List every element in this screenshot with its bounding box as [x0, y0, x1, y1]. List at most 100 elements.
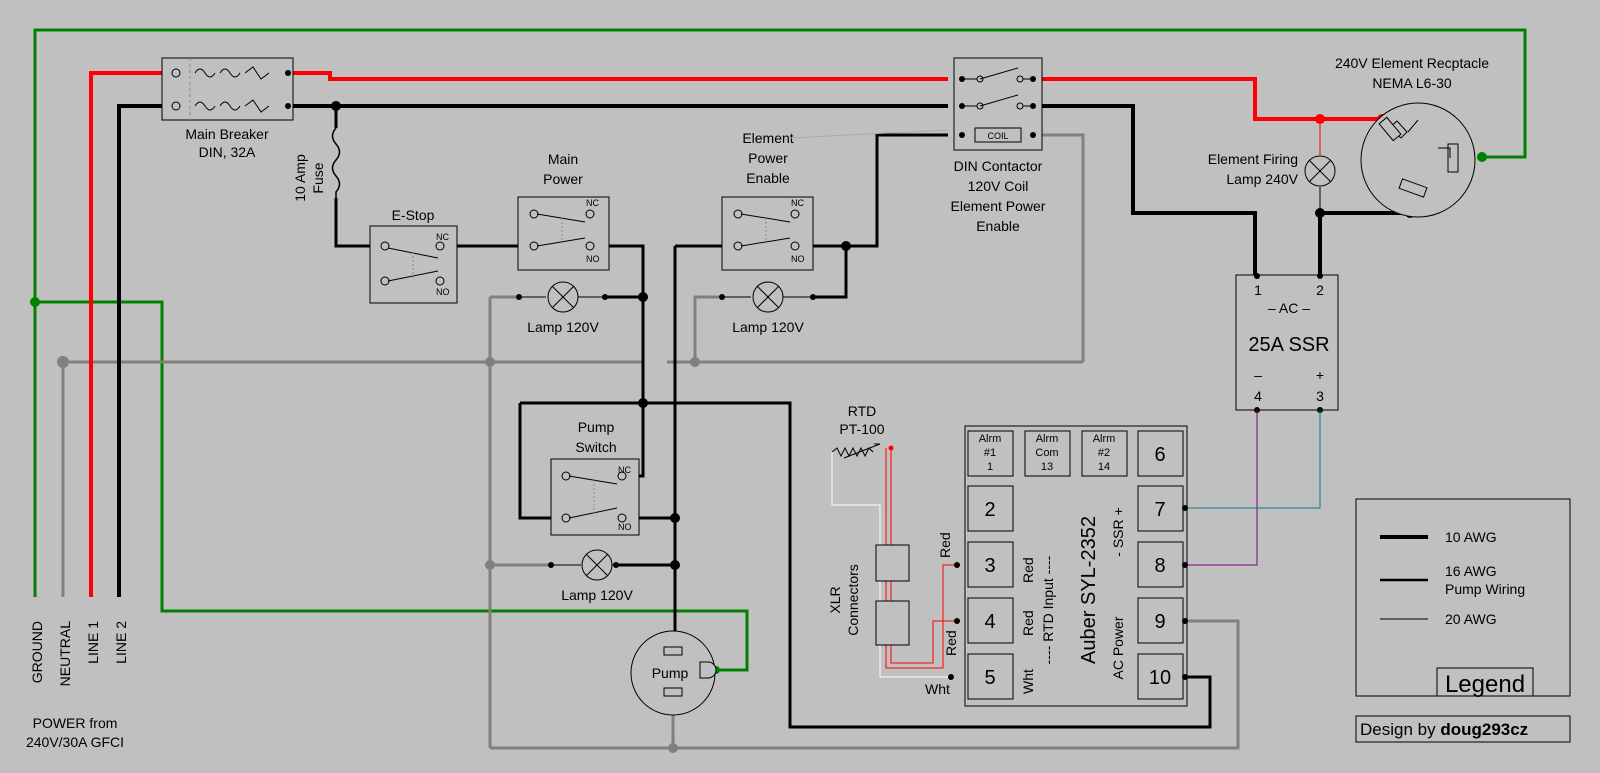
fuse: 10 Amp Fuse — [292, 127, 341, 202]
alrm2-line-3: 14 — [1098, 461, 1110, 473]
ssr-ac-label: – AC – — [1268, 300, 1310, 316]
terminal-5: 5 — [984, 667, 995, 689]
rtd-wire-wht: Wht — [925, 681, 950, 697]
ssr-control-plus-wire — [1185, 410, 1321, 509]
ssr-terminal-3: 3 — [1316, 388, 1324, 404]
ground-wires — [33, 28, 1527, 672]
alrm1-line-2: #1 — [984, 447, 996, 459]
legend-20awg: 20 AWG — [1445, 611, 1497, 627]
xlr-connectors: XLR Connectors — [827, 544, 910, 646]
estop-nc: NC — [436, 232, 449, 242]
junction-dot — [690, 357, 700, 367]
junction-dot — [1477, 152, 1487, 162]
alrm1-line-1: Alrm — [979, 433, 1002, 445]
fuse-label-1: 10 Amp — [292, 154, 308, 202]
rtd-sensor: RTD PT-100 — [831, 403, 894, 459]
ssr-terminal-1: 1 — [1254, 282, 1262, 298]
alrmcom-line-3: 13 — [1041, 461, 1053, 473]
controller-red-a: Red — [1020, 557, 1036, 583]
element-enable-title-3: Enable — [746, 170, 790, 186]
terminal-4: 4 — [984, 611, 995, 633]
controller-name: Auber SYL-2352 — [1078, 516, 1100, 664]
pump-switch-title-1: Pump — [578, 419, 615, 435]
main-power-no: NO — [586, 254, 600, 264]
main-power-nc: NC — [586, 198, 599, 208]
main-power-switch: NC NO Main Power — [517, 151, 610, 271]
pump-lamp: Lamp 120V — [548, 549, 640, 603]
terminal-8: 8 — [1154, 555, 1165, 577]
alrmcom-line-1: Alrm — [1036, 433, 1059, 445]
credit-prefix: Design by — [1360, 720, 1440, 739]
contactor-label-2: 120V Coil — [968, 178, 1029, 194]
element-enable-title-1: Element — [742, 130, 793, 146]
line2-label: LINE 2 — [113, 621, 129, 664]
contactor-label-1: DIN Contactor — [954, 158, 1043, 174]
ssr-terminal-2: 2 — [1316, 282, 1324, 298]
pump-label: Pump — [652, 665, 689, 681]
element-enable-title-2: Power — [748, 150, 788, 166]
line1-wires — [89, 71, 1384, 597]
terminal-7: 7 — [1154, 499, 1165, 521]
pump-lamp-label: Lamp 120V — [561, 587, 633, 603]
element-enable-switch: NC NO Element Power Enable — [721, 130, 814, 271]
solid-state-relay: 1 2 – AC – 25A SSR – + 4 3 — [1235, 273, 1339, 413]
junction-dot — [670, 560, 680, 570]
legend: 10 AWG 16 AWG Pump Wiring 20 AWG Legend — [1355, 498, 1571, 698]
fuse-label-2: Fuse — [310, 162, 326, 193]
element-firing-lamp: Element Firing Lamp 240V — [1208, 151, 1336, 187]
credit-author: doug293cz — [1440, 720, 1528, 739]
rtd-wire-red-2: Red — [943, 630, 959, 656]
pump-switch: NC NO Pump Switch — [550, 419, 640, 536]
din-contactor: COIL DIN Contactor 120V Coil Element Pow… — [951, 57, 1046, 234]
pid-controller: Alrm #1 1 Alrm Com 13 Alrm #2 14 6 2 3 4… — [948, 425, 1188, 707]
element-receptacle: 240V Element Recptacle NEMA L6-30 — [1335, 55, 1489, 218]
contactor-label-3: Element Power — [951, 198, 1046, 214]
xlr-label-2: Connectors — [845, 564, 861, 636]
controller-wht: Wht — [1020, 669, 1036, 694]
supply-labels: GROUND NEUTRAL LINE 1 LINE 2 POWER from … — [26, 621, 129, 750]
power-from-label-2: 240V/30A GFCI — [26, 734, 124, 750]
pump-switch-title-2: Switch — [575, 439, 616, 455]
breaker-label-1: Main Breaker — [185, 126, 269, 142]
element-enable-lamp-label: Lamp 120V — [732, 319, 804, 335]
pump: Pump — [630, 630, 717, 716]
main-power-title-1: Main — [548, 151, 578, 167]
main-breaker: Main Breaker DIN, 32A — [161, 57, 294, 160]
element-enable-lamp: Lamp 120V — [719, 281, 816, 335]
junction-dot — [668, 743, 678, 753]
ground-label: GROUND — [29, 621, 45, 683]
element-enable-no: NO — [791, 254, 805, 264]
main-power-lamp: Lamp 120V — [516, 281, 608, 335]
alrmcom-line-2: Com — [1035, 447, 1058, 459]
firing-lamp-label-1: Element Firing — [1208, 151, 1298, 167]
rtd-input-label: ---- RTD Input ---- — [1040, 555, 1056, 664]
legend-16awg-1: 16 AWG — [1445, 563, 1497, 579]
terminal-6: 6 — [1154, 444, 1165, 466]
alrm2-line-1: Alrm — [1093, 433, 1116, 445]
xlr-label-1: XLR — [827, 586, 843, 613]
ssr-minus: – — [1254, 367, 1262, 383]
breaker-label-2: DIN, 32A — [199, 144, 256, 160]
firing-lamp-label-2: Lamp 240V — [1226, 171, 1298, 187]
junction-dot — [485, 357, 495, 367]
junction-dot — [841, 241, 851, 251]
controller-ac-power: AC Power — [1110, 616, 1126, 679]
control-wires — [334, 106, 1212, 729]
junction-dot — [670, 513, 680, 523]
junction-dot — [1315, 208, 1325, 218]
line2-wires — [117, 104, 1412, 597]
terminal-3: 3 — [984, 555, 995, 577]
junction-dot — [30, 297, 40, 307]
ssr-plus: + — [1316, 367, 1324, 383]
pump-switch-nc: NC — [618, 465, 631, 475]
neutral-label: NEUTRAL — [57, 621, 73, 687]
coil-label: COIL — [987, 131, 1008, 141]
rtd-wire-red-1: Red — [937, 532, 953, 558]
ssr-name: 25A SSR — [1248, 334, 1329, 356]
estop-no: NO — [436, 287, 450, 297]
rtd-label-1: RTD — [848, 403, 877, 419]
junction-dot — [1315, 114, 1325, 124]
legend-10awg: 10 AWG — [1445, 529, 1497, 545]
terminal-9: 9 — [1154, 611, 1165, 633]
